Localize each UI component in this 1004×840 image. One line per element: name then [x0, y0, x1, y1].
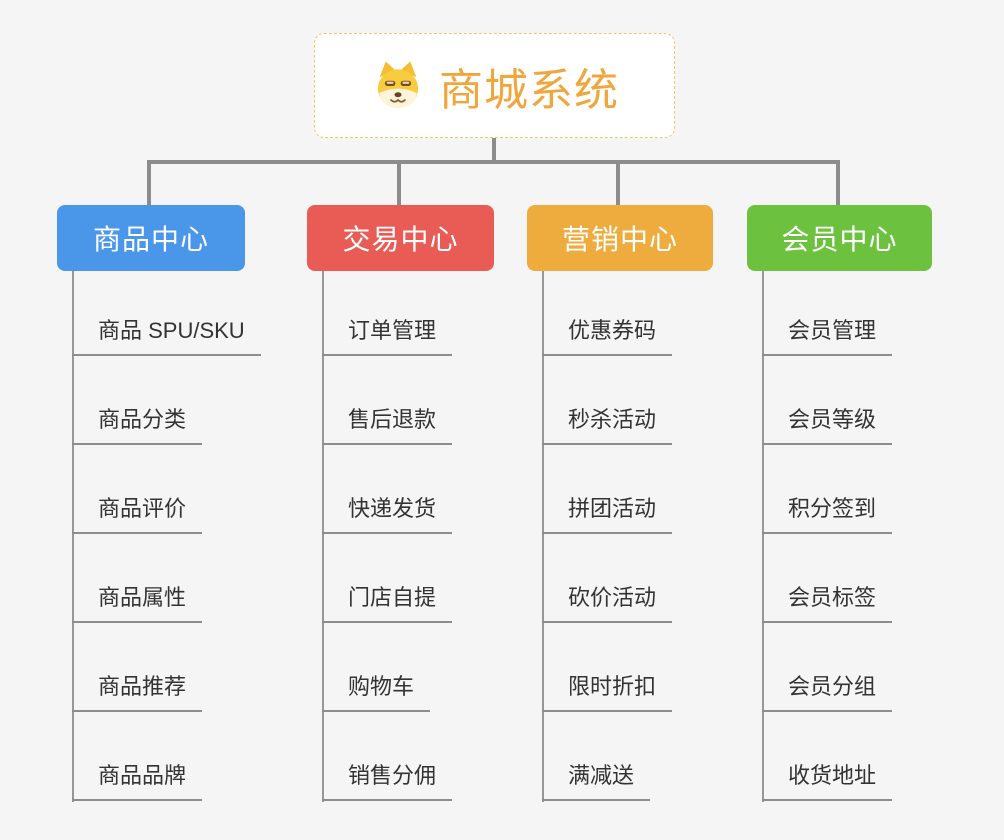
children-column-product: 商品 SPU/SKU 商品分类 商品评价 商品属性 商品推荐 商品品牌 — [72, 267, 261, 801]
leaf-slot: 商品属性 — [72, 534, 203, 623]
root-title: 商城系统 — [439, 65, 619, 115]
children-column-marketing: 优惠券码 秒杀活动 拼团活动 砍价活动 限时折扣 满减送 — [542, 267, 673, 801]
root-node[interactable]: 商城系统 — [314, 33, 675, 138]
leaf-node-limited-time-discount[interactable]: 限时折扣 — [542, 669, 673, 712]
leaf-node-member-group[interactable]: 会员分组 — [762, 669, 893, 712]
trunk-line-trade — [322, 271, 324, 802]
leaf-slot: 快递发货 — [322, 445, 453, 534]
connector-stub-trade — [397, 160, 401, 205]
leaf-node-store-pickup[interactable]: 门店自提 — [322, 580, 453, 623]
leaf-node-express-shipping[interactable]: 快递发货 — [322, 491, 453, 534]
leaf-node-member-management[interactable]: 会员管理 — [762, 313, 893, 356]
leaf-slot: 商品 SPU/SKU — [72, 267, 261, 356]
leaf-slot: 购物车 — [322, 623, 431, 712]
leaf-slot: 拼团活动 — [542, 445, 673, 534]
leaf-node-shipping-address[interactable]: 收货地址 — [762, 758, 893, 801]
branch-node-product[interactable]: 商品中心 — [57, 205, 245, 271]
leaf-slot: 商品评价 — [72, 445, 203, 534]
leaf-slot: 会员管理 — [762, 267, 893, 356]
branch-node-trade[interactable]: 交易中心 — [307, 205, 494, 271]
leaf-node-member-level[interactable]: 会员等级 — [762, 402, 893, 445]
leaf-slot: 会员等级 — [762, 356, 893, 445]
leaf-node-product-brand[interactable]: 商品品牌 — [72, 758, 203, 801]
connector-stub-product — [147, 160, 151, 205]
leaf-node-product-category[interactable]: 商品分类 — [72, 402, 203, 445]
leaf-node-flash-sale[interactable]: 秒杀活动 — [542, 402, 673, 445]
leaf-slot: 满减送 — [542, 712, 651, 801]
leaf-slot: 商品品牌 — [72, 712, 203, 801]
leaf-slot: 优惠券码 — [542, 267, 673, 356]
children-column-member: 会员管理 会员等级 积分签到 会员标签 会员分组 收货地址 — [762, 267, 893, 801]
leaf-node-group-buy[interactable]: 拼团活动 — [542, 491, 673, 534]
connector-stub-marketing — [616, 160, 620, 205]
leaf-slot: 订单管理 — [322, 267, 453, 356]
children-column-trade: 订单管理 售后退款 快递发货 门店自提 购物车 销售分佣 — [322, 267, 453, 801]
leaf-slot: 售后退款 — [322, 356, 453, 445]
leaf-node-product-attribute[interactable]: 商品属性 — [72, 580, 203, 623]
branch-node-member[interactable]: 会员中心 — [747, 205, 932, 271]
connector-stub-member — [836, 160, 840, 205]
leaf-slot: 砍价活动 — [542, 534, 673, 623]
leaf-slot: 积分签到 — [762, 445, 893, 534]
leaf-slot: 收货地址 — [762, 712, 893, 801]
branch-node-marketing[interactable]: 营销中心 — [527, 205, 713, 271]
leaf-node-product-spu-sku[interactable]: 商品 SPU/SKU — [72, 313, 261, 356]
trunk-line-member — [762, 271, 764, 802]
leaf-node-product-recommend[interactable]: 商品推荐 — [72, 669, 203, 712]
dog-face-icon — [377, 61, 419, 108]
leaf-node-sales-commission[interactable]: 销售分佣 — [322, 758, 453, 801]
leaf-node-bargain-activity[interactable]: 砍价活动 — [542, 580, 673, 623]
leaf-node-spend-and-save[interactable]: 满减送 — [542, 758, 651, 801]
leaf-node-shopping-cart[interactable]: 购物车 — [322, 669, 431, 712]
leaf-node-points-checkin[interactable]: 积分签到 — [762, 491, 893, 534]
leaf-slot: 会员标签 — [762, 534, 893, 623]
leaf-node-member-tag[interactable]: 会员标签 — [762, 580, 893, 623]
leaf-node-order-management[interactable]: 订单管理 — [322, 313, 453, 356]
connector-root-stub — [492, 138, 496, 164]
leaf-node-coupon-code[interactable]: 优惠券码 — [542, 313, 673, 356]
trunk-line-product — [72, 271, 74, 802]
trunk-line-marketing — [542, 271, 544, 802]
leaf-slot: 门店自提 — [322, 534, 453, 623]
connector-horizontal-bus — [147, 160, 840, 164]
leaf-slot: 限时折扣 — [542, 623, 673, 712]
leaf-slot: 商品推荐 — [72, 623, 203, 712]
leaf-node-after-sale-refund[interactable]: 售后退款 — [322, 402, 453, 445]
leaf-node-product-review[interactable]: 商品评价 — [72, 491, 203, 534]
leaf-slot: 销售分佣 — [322, 712, 453, 801]
leaf-slot: 商品分类 — [72, 356, 203, 445]
leaf-slot: 秒杀活动 — [542, 356, 673, 445]
leaf-slot: 会员分组 — [762, 623, 893, 712]
